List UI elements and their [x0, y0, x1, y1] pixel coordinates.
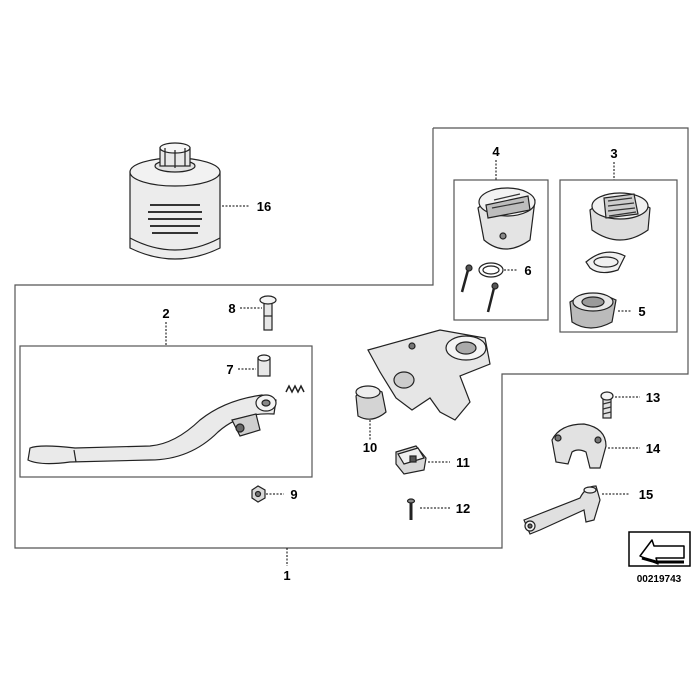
callout-11: 11 [456, 455, 470, 470]
diaphragm [569, 292, 617, 329]
callout-3: 3 [610, 146, 617, 161]
callout-9: 9 [290, 487, 297, 502]
master-cylinder [367, 329, 491, 421]
main-assembly-frame [14, 127, 689, 549]
brake-fluid-can [129, 142, 221, 260]
nut [251, 485, 266, 503]
reservoir-group-frame [453, 179, 549, 321]
reservoir-cover [585, 192, 651, 274]
callout-5: 5 [638, 304, 645, 319]
lever-group-frame [19, 345, 313, 478]
callout-13: 13 [646, 390, 660, 405]
callout-16: 16 [257, 199, 271, 214]
callout-15: 15 [639, 487, 653, 502]
callout-8: 8 [228, 301, 235, 316]
callout-7: 7 [226, 362, 233, 377]
callout-12: 12 [456, 501, 470, 516]
fluid-reservoir [477, 187, 536, 250]
bracket [523, 485, 601, 535]
screw [406, 498, 416, 520]
callout-2: 2 [162, 306, 169, 321]
switch [395, 445, 427, 475]
clutch-lever [27, 394, 277, 465]
diagram-code: 00219743 [637, 574, 682, 585]
spring [285, 384, 305, 394]
orientation-arrow-icon [628, 531, 691, 567]
callout-6: 6 [524, 263, 531, 278]
pivot-bolt [259, 295, 277, 331]
callout-10: 10 [363, 440, 377, 455]
clamp-bolt [600, 391, 614, 419]
callout-4: 4 [492, 144, 500, 159]
clamp [551, 423, 607, 469]
cover-group-frame [559, 179, 678, 333]
rubber-boot [355, 385, 387, 420]
callout-1: 1 [283, 568, 290, 583]
bushing [257, 354, 271, 377]
callout-14: 14 [646, 441, 661, 456]
o-ring-and-screws [460, 262, 504, 313]
